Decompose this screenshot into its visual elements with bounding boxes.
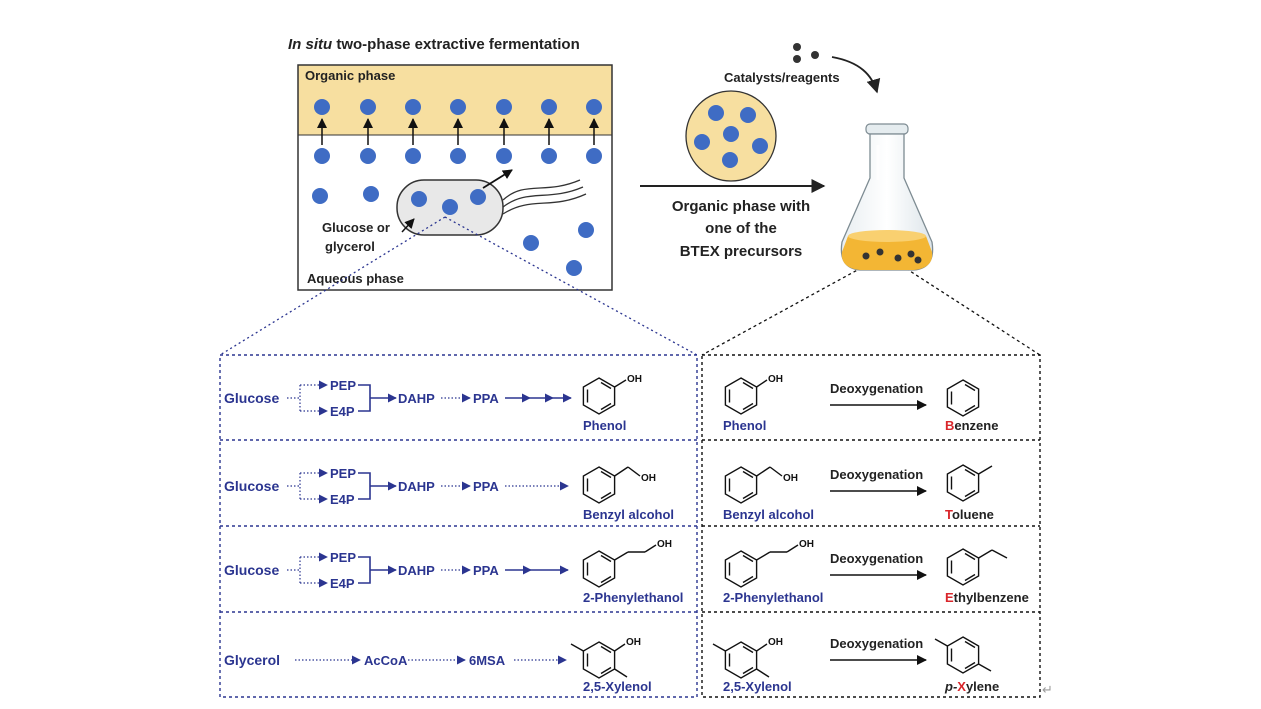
organic-molecule: [541, 99, 557, 115]
aqueous-molecules: [312, 186, 594, 276]
pathway-product: Phenol: [583, 418, 626, 433]
svg-text:OH: OH: [799, 539, 814, 550]
phenol-structure-right: OH: [724, 374, 783, 415]
reaction-label: Deoxygenation: [830, 636, 923, 651]
aqueous-phase-label: Aqueous phase: [307, 271, 404, 286]
benzene-structure: [946, 379, 980, 417]
svg-text:OH: OH: [783, 473, 798, 484]
transfer-label-line1: Organic phase with: [672, 198, 810, 215]
ethylbenzene-structure: [946, 548, 1008, 586]
aqueous-molecule: [541, 148, 557, 164]
pathway-start: Glucose: [224, 562, 279, 578]
reaction-label: Deoxygenation: [830, 467, 923, 482]
xylenol-structure-left: OH: [570, 637, 641, 679]
aqueous-molecule: [586, 148, 602, 164]
precursor-label: Phenol: [723, 418, 766, 433]
toluene-structure: [946, 464, 993, 502]
reaction-label: Deoxygenation: [830, 551, 923, 566]
pathway-start: Glucose: [224, 390, 279, 406]
microbial-cell: [396, 169, 587, 236]
aqueous-molecule: [405, 148, 421, 164]
btex-product-label: Ethylbenzene: [945, 590, 1029, 605]
organic-molecule: [586, 99, 602, 115]
btex-product-label: Toluene: [945, 507, 994, 522]
xylenol-structure-right: OH: [712, 637, 783, 679]
organic-molecule: [360, 99, 376, 115]
phenylethanol-structure-left: OH: [582, 539, 672, 588]
organic-phase-label: Organic phase: [305, 68, 395, 83]
svg-text:OH: OH: [768, 374, 783, 385]
pathway-row-glycerol: Glycerol AcCoA 6MSA 2,5-Xylenol: [224, 652, 652, 694]
pathway-step1: DAHP: [398, 563, 435, 578]
svg-text:OH: OH: [627, 374, 642, 385]
pathway-step1: DAHP: [398, 479, 435, 494]
svg-text:OH: OH: [657, 539, 672, 550]
svg-text:OH: OH: [641, 473, 656, 484]
svg-text:OH: OH: [626, 637, 641, 648]
pathway-product: 2,5-Xylenol: [583, 679, 652, 694]
organic-phase-droplet: [685, 90, 777, 182]
partitioning-molecules: [314, 99, 602, 164]
p-xylene-structure: [934, 636, 992, 674]
aqueous-molecule: [450, 148, 466, 164]
pathway-product: 2-Phenylethanol: [583, 590, 683, 605]
pathway-row-glucose: Glucose PEP E4P DAHP PPA 2-Phenylethanol: [224, 550, 683, 605]
phenylethanol-structure-right: OH: [724, 539, 814, 588]
precursor-label: 2-Phenylethanol: [723, 590, 823, 605]
organic-molecule: [405, 99, 421, 115]
pathway-step1: AcCoA: [364, 653, 408, 668]
pathway-branch-bottom: E4P: [330, 404, 355, 419]
pathway-branch-top: PEP: [330, 550, 356, 565]
substrate-label-line1: Glucose or: [322, 220, 390, 235]
pathway-row-glucose: Glucose PEP E4P DAHP PPA Benzyl alcohol: [224, 466, 674, 522]
benzyl-alcohol-structure-right: OH: [724, 466, 798, 504]
precursor-label: 2,5-Xylenol: [723, 679, 792, 694]
pathway-start: Glucose: [224, 478, 279, 494]
btex-product-label: p-Xylene: [944, 679, 999, 694]
organic-molecule: [496, 99, 512, 115]
btex-product-label: Benzene: [945, 418, 998, 433]
reaction-label: Deoxygenation: [830, 381, 923, 396]
flask: [840, 123, 934, 271]
pathway-branch-top: PEP: [330, 466, 356, 481]
fermentation-box: Organic phase Aqueous phase Glucose or g…: [297, 64, 613, 291]
pathway-branch-bottom: E4P: [330, 492, 355, 507]
pathway-step1: DAHP: [398, 391, 435, 406]
catalyst-arrow: [831, 56, 881, 94]
svg-text:OH: OH: [768, 637, 783, 648]
conversion-row: 2,5-Xylenol Deoxygenation p-Xylene: [723, 636, 999, 694]
organic-molecule: [314, 99, 330, 115]
organic-molecule: [450, 99, 466, 115]
pathway-row-glucose: Glucose PEP E4P DAHP PPA Phenol: [224, 378, 626, 433]
pathway-step2: PPA: [473, 479, 499, 494]
catalysts-label: Catalysts/reagents: [724, 70, 840, 85]
precursor-label: Benzyl alcohol: [723, 507, 814, 522]
pathway-step2: 6MSA: [469, 653, 506, 668]
transfer-label-line3: BTEX precursors: [680, 243, 803, 260]
pathway-branch-top: PEP: [330, 378, 356, 393]
benzyl-alcohol-structure-left: OH: [582, 466, 656, 504]
substrate-label-line2: glycerol: [325, 239, 375, 254]
figure-title: In situ two-phase extractive fermentatio…: [288, 36, 580, 53]
transfer-label-line2: one of the: [705, 220, 777, 237]
aqueous-molecule: [360, 148, 376, 164]
aqueous-molecule: [314, 148, 330, 164]
pathway-start: Glycerol: [224, 652, 280, 668]
pathway-step2: PPA: [473, 391, 499, 406]
pathway-step2: PPA: [473, 563, 499, 578]
svg-text:↵: ↵: [1042, 682, 1053, 697]
phenol-structure-left: OH: [582, 374, 642, 415]
pathway-product: Benzyl alcohol: [583, 507, 674, 522]
aqueous-molecule: [496, 148, 512, 164]
pathway-branch-bottom: E4P: [330, 576, 355, 591]
